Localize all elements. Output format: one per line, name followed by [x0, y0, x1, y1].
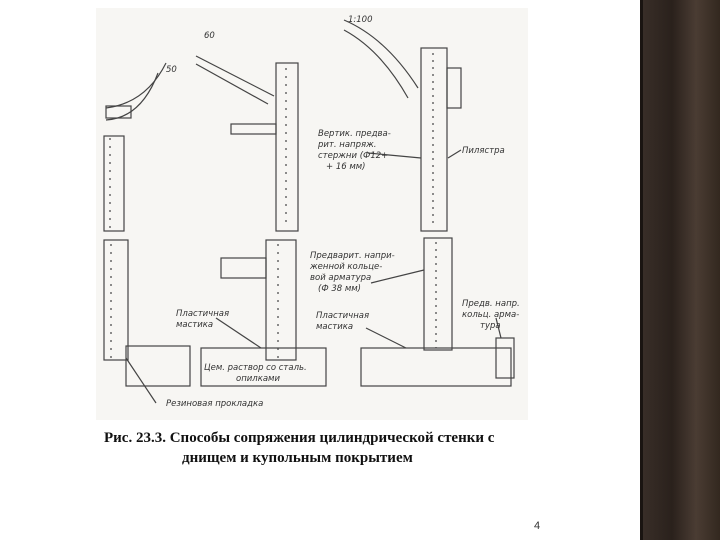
ledge-bottom-mid [220, 257, 267, 279]
leader-pilaster [447, 149, 462, 159]
decorative-side-strip [640, 0, 720, 540]
leader-plastic-left [215, 317, 262, 349]
dome-curve-left-inner [105, 72, 159, 121]
label-angle-100: 1:100 [348, 15, 373, 25]
label-plastic-right-2: мастика [316, 322, 353, 332]
label-pilaster: Пилястра [462, 146, 505, 156]
dome-curve-right-inner [343, 29, 409, 99]
base-slab-bottom-right [360, 347, 512, 387]
wall-top-mid [275, 62, 299, 232]
label-ring-1: Предварит. напри- [310, 251, 395, 261]
wall-top-left [103, 135, 125, 232]
label-angle-50: 50 [166, 65, 177, 75]
label-ring-4: (Ф 38 мм) [318, 284, 361, 294]
label-cement-2: опилками [236, 374, 280, 384]
wall-top-right [420, 47, 448, 232]
dome-curve-left [105, 62, 167, 109]
label-plastic-left-2: мастика [176, 320, 213, 330]
dome-curve-right [343, 19, 419, 89]
label-cement-1: Цем. раствор со сталь. [204, 363, 307, 373]
label-precast-2: кольц. арма- [462, 310, 519, 320]
leader-vert-rods [367, 152, 422, 159]
caption-line-2: днищем и купольным покрытием [182, 450, 413, 466]
leader-precast [495, 317, 502, 339]
page-number: 4 [534, 520, 541, 532]
ledge-top-mid [230, 123, 277, 135]
label-precast-3: тура [480, 321, 501, 331]
label-vert-rods-4: + 16 мм) [326, 162, 365, 172]
label-plastic-right-1: Пластичная [316, 311, 369, 321]
label-vert-rods-2: рит. напряж. [317, 140, 376, 150]
label-angle-60: 60 [204, 31, 215, 41]
base-slab-bottom-mid [200, 347, 327, 387]
label-ring-3: вой арматура [310, 273, 371, 283]
label-plastic-left-1: Пластичная [176, 309, 229, 319]
base-slab-bottom-left [125, 345, 191, 387]
dome-junction-left [105, 105, 132, 119]
label-rubber: Резиновая прокладка [166, 399, 263, 409]
leader-plastic-right [365, 327, 407, 349]
precast-ring-block [495, 337, 515, 379]
leader-rubber [125, 357, 157, 404]
wall-bottom-right [423, 237, 453, 351]
caption-line-1: Рис. 23.3. Способы сопряжения цилиндриче… [104, 430, 495, 446]
label-vert-rods-3: стержни (Ф12+ [318, 151, 388, 161]
figure-caption: Рис. 23.3. Способы сопряжения цилиндриче… [104, 428, 624, 468]
pilaster-top [446, 67, 462, 109]
wall-bottom-mid [265, 239, 297, 361]
label-precast-1: Предв. напр. [462, 299, 520, 309]
roof-slab-mid [195, 55, 275, 97]
label-vert-rods-1: Вертик. предва- [318, 129, 391, 139]
wall-bottom-left [103, 239, 129, 361]
strip-edge [640, 0, 643, 540]
roof-slab-mid-inner [195, 63, 269, 105]
drawing-svg: 50 60 1:100 Вертик. предва- рит. напряж.… [96, 8, 528, 420]
leader-ring [370, 269, 425, 284]
technical-drawing: 50 60 1:100 Вертик. предва- рит. напряж.… [96, 8, 528, 420]
drawing-background [96, 8, 528, 420]
label-ring-2: женной кольце- [309, 262, 382, 272]
